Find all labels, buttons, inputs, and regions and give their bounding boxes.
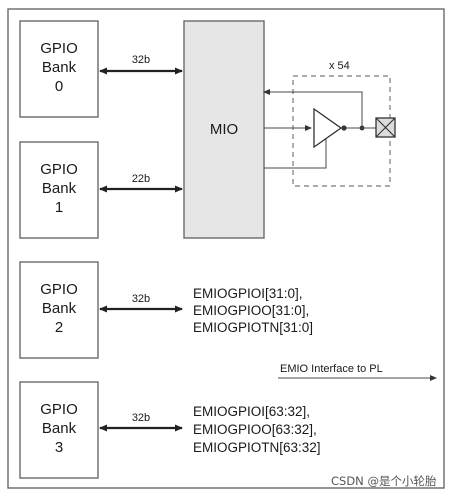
bus-label-bank-2: 32b	[132, 293, 150, 305]
emio-bank-2-signals: EMIOGPIOI[31:0], EMIOGPIOO[31:0], EMIOGP…	[193, 286, 313, 335]
gpio-bank-0-line1: GPIO	[40, 40, 78, 57]
gpio-bank-3-line3: 3	[55, 439, 63, 456]
gpio-bank-1-box	[19, 141, 99, 239]
gpio-bank-3: GPIO Bank 3	[19, 381, 99, 479]
gpio-bank-0-line2: Bank	[42, 59, 77, 76]
bus-label-bank-1: 22b	[132, 173, 150, 185]
emio-bank-2-signal-tn: EMIOGPIOTN[31:0]	[193, 320, 313, 335]
emio-bank-2-signal-i: EMIOGPIOI[31:0],	[193, 286, 303, 301]
emio-bank-3-signal-o: EMIOGPIOO[63:32],	[193, 422, 317, 437]
csdn-watermark: CSDN @是个小轮胎	[331, 474, 437, 488]
gpio-bank-2-line2: Bank	[42, 300, 77, 317]
mio-box	[183, 20, 265, 239]
tristate-wire	[264, 138, 327, 169]
emio-bank-2-signal-o: EMIOGPIOO[31:0],	[193, 303, 309, 318]
mio-block: MIO	[183, 20, 265, 239]
gpio-bank-2-box	[19, 261, 99, 359]
gpio-bank-0: GPIO Bank 0	[19, 20, 99, 118]
bus-label-bank-3: 32b	[132, 412, 150, 424]
buffer-triangle-icon	[313, 107, 343, 149]
io-buffer-group: x 54	[263, 60, 396, 187]
gpio-bank-3-line2: Bank	[42, 420, 77, 437]
bus-bank-1: 22b	[99, 173, 183, 193]
bus-label-bank-0: 32b	[132, 54, 150, 66]
gpio-bank-0-box	[19, 20, 99, 118]
emio-interface-label: EMIO Interface to PL	[280, 363, 383, 375]
bus-bank-0: 32b	[99, 54, 183, 75]
bus-bank-3: 32b	[99, 412, 183, 432]
gpio-bank-2-line1: GPIO	[40, 281, 78, 298]
bus-bank-2: 32b	[99, 293, 183, 313]
multiplier-label: x 54	[329, 60, 350, 72]
gpio-bank-0-line3: 0	[55, 78, 63, 95]
input-wire	[263, 89, 363, 128]
gpio-bank-2: GPIO Bank 2	[19, 261, 99, 359]
gpio-bank-1-line1: GPIO	[40, 161, 78, 178]
emio-bank-3-signals: EMIOGPIOI[63:32], EMIOGPIOO[63:32], EMIO…	[193, 404, 321, 455]
buffer-output-dot	[341, 125, 347, 131]
gpio-bank-3-box	[19, 381, 99, 479]
gpio-bank-1: GPIO Bank 1	[19, 141, 99, 239]
gpio-bank-3-line1: GPIO	[40, 401, 78, 418]
emio-bank-3-signal-tn: EMIOGPIOTN[63:32]	[193, 440, 321, 455]
emio-bank-3-signal-i: EMIOGPIOI[63:32],	[193, 404, 310, 419]
mio-label: MIO	[210, 121, 238, 138]
emio-interface: EMIO Interface to PL	[278, 363, 437, 381]
gpio-bank-2-line3: 2	[55, 319, 63, 336]
gpio-bank-1-line3: 1	[55, 199, 63, 216]
io-pad-icon	[375, 117, 396, 138]
gpio-bank-1-line2: Bank	[42, 180, 77, 197]
io-buffer-dashed-box	[292, 75, 391, 187]
